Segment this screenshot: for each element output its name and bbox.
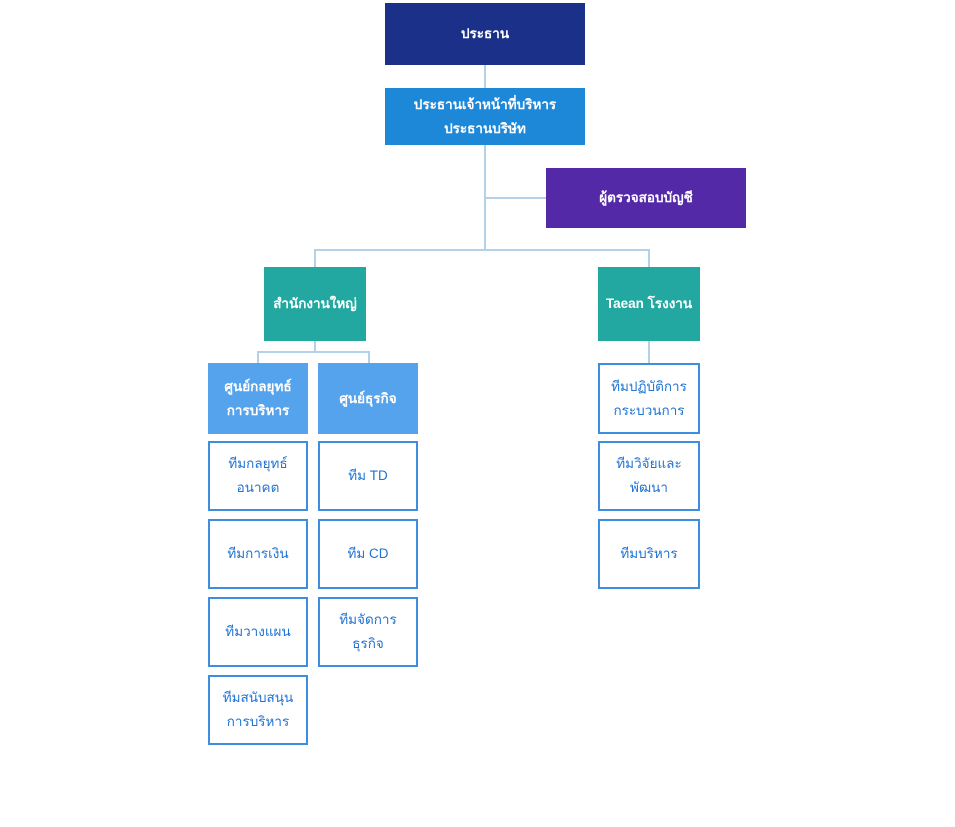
node-finance-team-label: ทีมการเงิน: [227, 546, 289, 562]
node-strategy-center-label: ศูนย์กลยุทธ์ การบริหาร: [224, 378, 292, 418]
connector-businesscenter-drop: [368, 353, 370, 363]
node-process-operation-team-label: ทีมปฏิบัติการ กระบวนการ: [611, 378, 687, 418]
node-process-operation-team: ทีมปฏิบัติการ กระบวนการ: [598, 363, 700, 434]
node-planning-team-label: ทีมวางแผน: [225, 624, 291, 640]
node-future-strategy-team-label: ทีมกลยุทธ์ อนาคต: [228, 456, 288, 495]
node-management-support-team: ทีมสนับสนุน การบริหาร: [208, 675, 308, 745]
node-auditor: ผู้ตรวจสอบบัญชี: [546, 168, 746, 228]
connector-taean-down: [648, 341, 650, 363]
node-td-team: ทีม TD: [318, 441, 418, 511]
node-planning-team: ทีมวางแผน: [208, 597, 308, 667]
connector-chairman-ceo: [484, 65, 486, 88]
node-td-team-label: ทีม TD: [348, 468, 388, 484]
connector-strategycenter-drop: [257, 353, 259, 363]
node-finance-team: ทีมการเงิน: [208, 519, 308, 589]
node-cd-team-label: ทีม CD: [347, 546, 389, 562]
node-business-center: ศูนย์ธุรกิจ: [318, 363, 418, 434]
connector-main-horizontal: [314, 249, 650, 251]
node-chairman: ประธาน: [385, 3, 585, 65]
node-head-office: สำนักงานใหญ่: [264, 267, 366, 341]
connector-headoffice-down: [314, 341, 316, 352]
node-administration-team-label: ทีมบริหาร: [620, 546, 678, 562]
node-rnd-team-label: ทีมวิจัยและ พัฒนา: [616, 456, 682, 495]
node-head-office-label: สำนักงานใหญ่: [273, 296, 357, 312]
node-strategy-center: ศูนย์กลยุทธ์ การบริหาร: [208, 363, 308, 434]
node-chairman-label: ประธาน: [460, 26, 510, 42]
connector-headoffice-horizontal: [257, 351, 370, 353]
connector-ceo-trunk: [484, 145, 486, 251]
node-taean-factory-label: Taean โรงงาน: [605, 296, 693, 312]
node-cd-team: ทีม CD: [318, 519, 418, 589]
node-administration-team: ทีมบริหาร: [598, 519, 700, 589]
node-business-center-label: ศูนย์ธุรกิจ: [339, 390, 397, 406]
node-auditor-label: ผู้ตรวจสอบบัญชี: [599, 190, 693, 206]
node-rnd-team: ทีมวิจัยและ พัฒนา: [598, 441, 700, 511]
node-taean-factory: Taean โรงงาน: [598, 267, 700, 341]
node-ceo-label: ประธานเจ้าหน้าที่บริหาร ประธานบริษัท: [413, 96, 557, 136]
node-future-strategy-team: ทีมกลยุทธ์ อนาคต: [208, 441, 308, 511]
connector-left-branch-drop: [314, 251, 316, 267]
connector-auditor-stub: [486, 197, 546, 199]
node-business-management-team-label: ทีมจัดการ ธุรกิจ: [339, 612, 397, 651]
node-business-management-team: ทีมจัดการ ธุรกิจ: [318, 597, 418, 667]
connector-right-branch-drop: [648, 251, 650, 267]
node-ceo: ประธานเจ้าหน้าที่บริหาร ประธานบริษัท: [385, 88, 585, 145]
node-management-support-team-label: ทีมสนับสนุน การบริหาร: [222, 690, 294, 729]
